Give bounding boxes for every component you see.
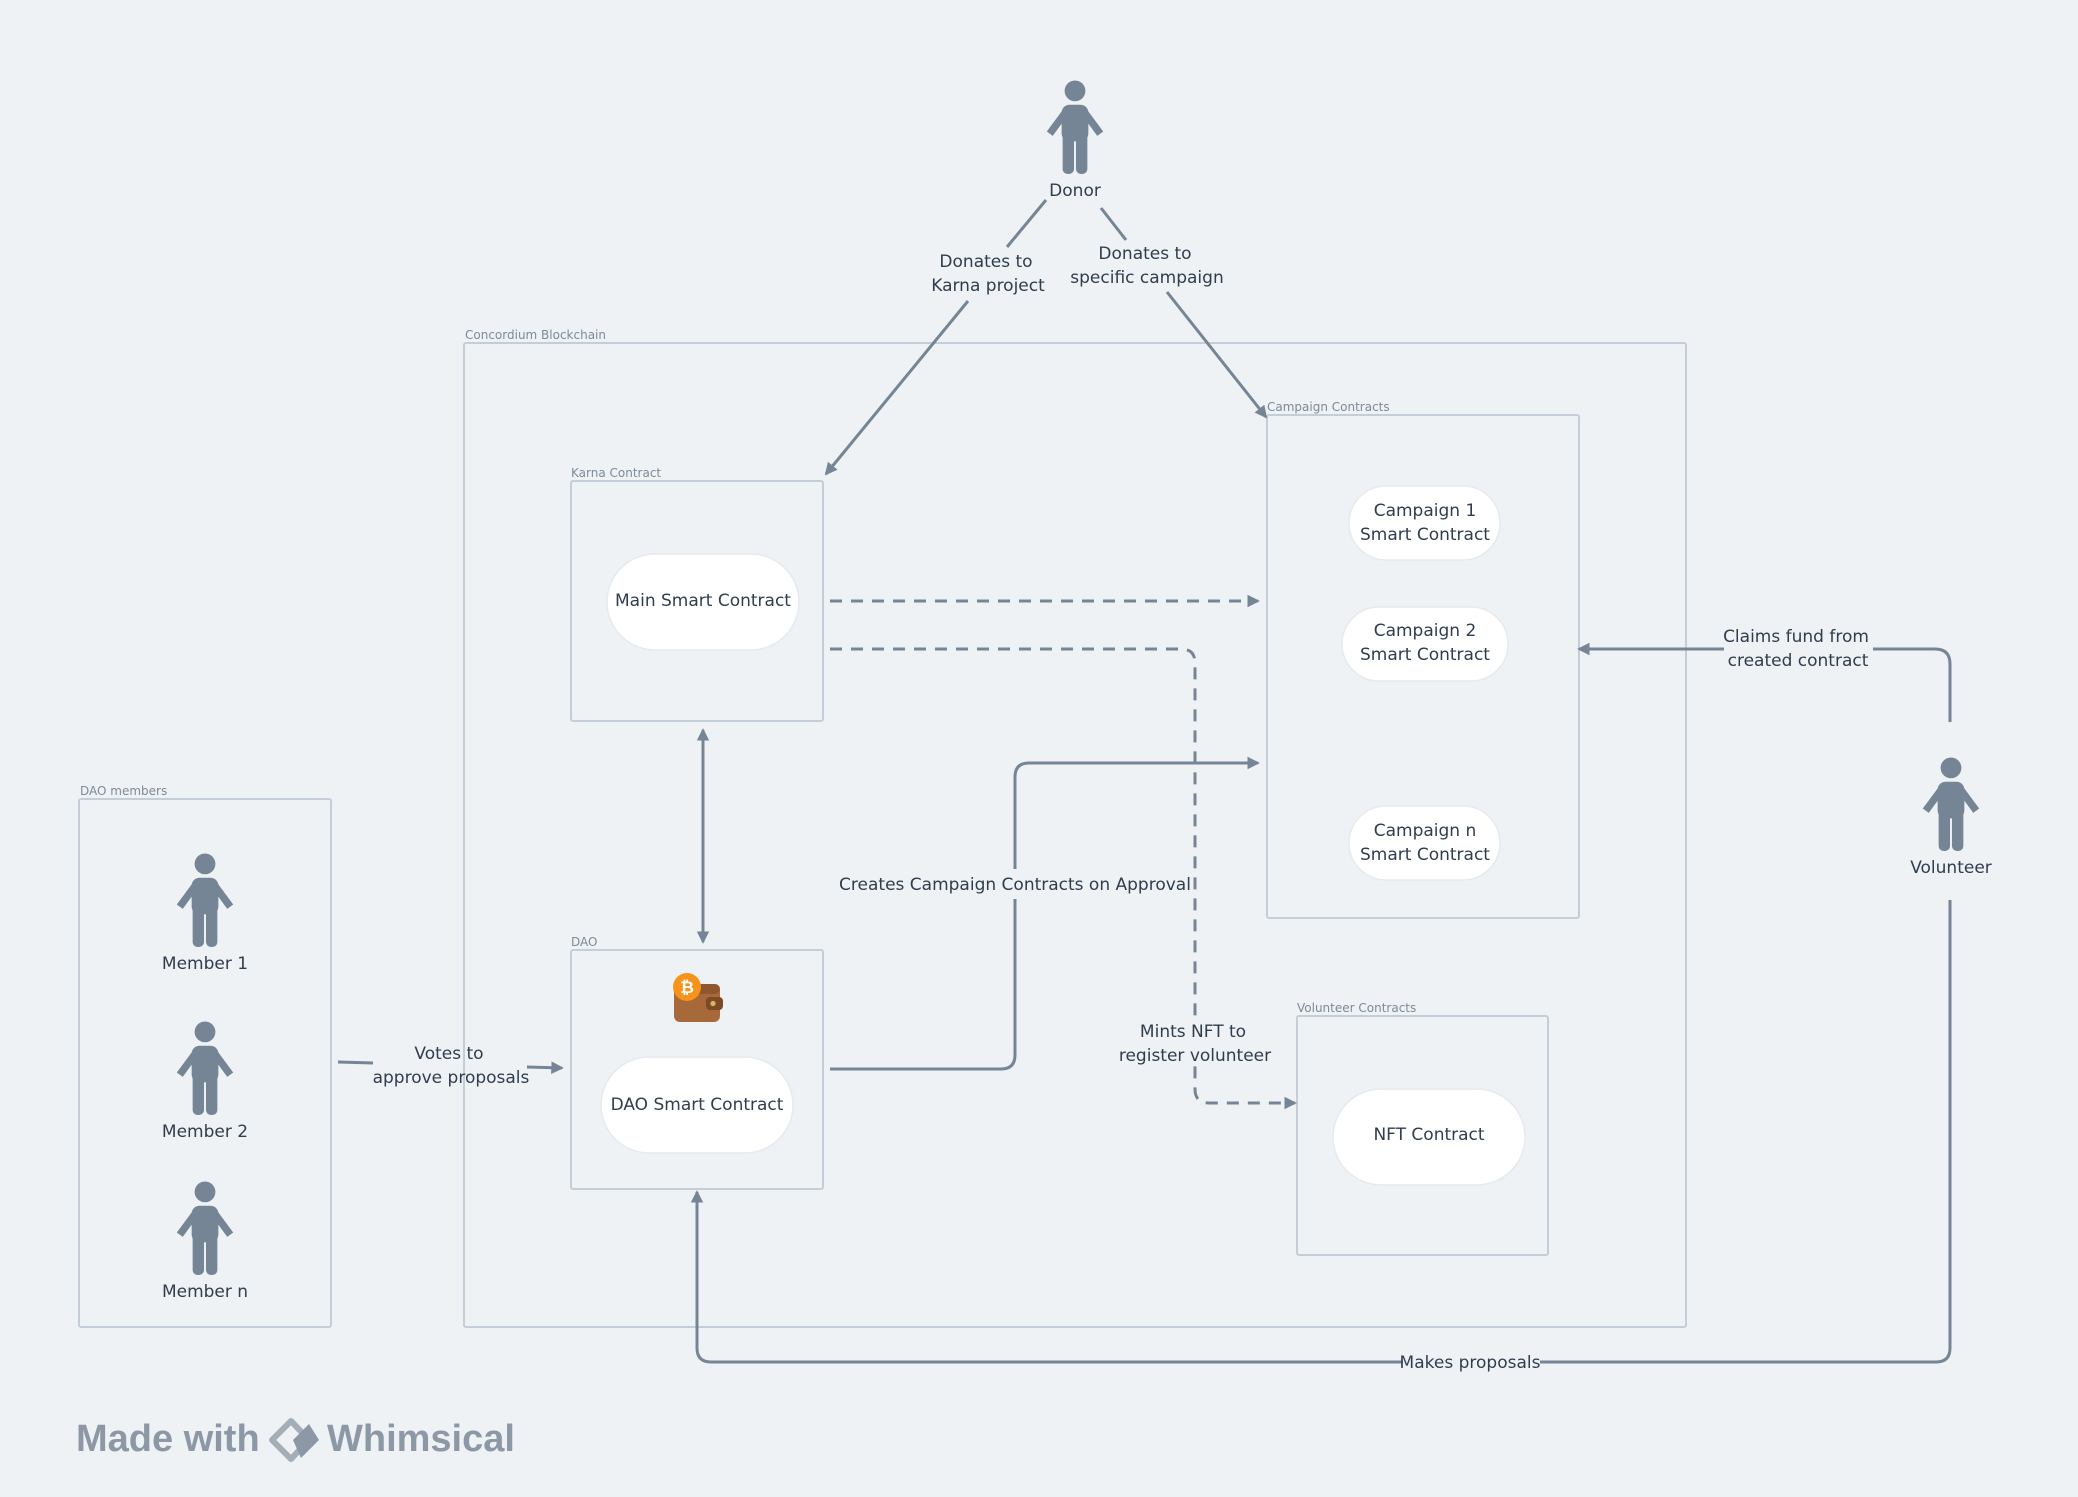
edge-label-creates-campaigns-text: Creates Campaign Contracts on Approval	[839, 875, 1191, 895]
whimsical-brand-text: Whimsical	[327, 1418, 515, 1460]
whimsical-logo-icon	[269, 1418, 319, 1462]
actor-donor-label: Donor	[1049, 181, 1101, 201]
edge-label-donates-campaign-line1: Donates to	[1098, 244, 1191, 264]
group-volunteer-contracts[interactable]: Volunteer Contracts	[1296, 1001, 1549, 1256]
bitcoin-wallet-icon: ₿	[673, 973, 723, 1022]
node-main-smart-contract-label: Main Smart Contract	[615, 591, 791, 611]
edge-donor-karna[interactable]	[824, 300, 970, 476]
actor-volunteer-label: Volunteer	[1910, 858, 1992, 878]
group-label-dao-members: DAO members	[80, 784, 167, 798]
edge-makes-proposals[interactable]	[690, 1190, 1403, 1364]
made-with-text: Made with	[76, 1418, 260, 1460]
edge-label-mints-nft-line1: Mints NFT to	[1140, 1022, 1246, 1042]
group-label-campaigns: Campaign Contracts	[1267, 400, 1390, 414]
connectors	[337, 199, 1952, 1364]
edge-label-votes: Votes to approve proposals	[373, 1044, 530, 1088]
node-campaign-2-line1: Campaign 2	[1374, 621, 1477, 641]
node-campaign-1-line1: Campaign 1	[1374, 501, 1477, 521]
actor-member-2-label: Member 2	[162, 1122, 248, 1142]
actor-member-1-label: Member 1	[162, 954, 248, 974]
node-campaign-2[interactable]: Campaign 2 Smart Contract	[1341, 606, 1509, 682]
svg-text:₿: ₿	[680, 978, 694, 998]
edge-label-claims-fund: Claims fund from created contract	[1723, 627, 1869, 671]
node-nft-contract[interactable]: NFT Contract	[1332, 1088, 1526, 1186]
node-nft-contract-label: NFT Contract	[1373, 1125, 1484, 1145]
actor-member-2[interactable]: Member 2	[162, 1021, 248, 1142]
group-campaign-contracts[interactable]: Campaign Contracts	[1266, 400, 1580, 919]
group-dao[interactable]: DAO	[570, 935, 824, 1190]
group-label-volunteer-contracts: Volunteer Contracts	[1297, 1001, 1416, 1015]
edge-creates-campaigns[interactable]	[830, 756, 1260, 1071]
group-label-dao: DAO	[571, 935, 597, 949]
made-with-whimsical-badge[interactable]: Made with Whimsical	[76, 1418, 515, 1462]
person-icon	[1922, 757, 1980, 851]
edge-label-makes-proposals-text: Makes proposals	[1400, 1353, 1541, 1373]
edge-members-votes-left[interactable]	[337, 1060, 374, 1065]
node-main-smart-contract[interactable]: Main Smart Contract	[606, 553, 800, 651]
node-campaign-1-line2: Smart Contract	[1360, 525, 1490, 545]
edge-label-donates-karna: Donates to Karna project	[931, 252, 1045, 296]
node-campaign-1[interactable]: Campaign 1 Smart Contract	[1348, 485, 1501, 561]
edge-label-donates-campaign: Donates to specific campaign	[1070, 244, 1223, 288]
group-concordium-blockchain[interactable]: Concordium Blockchain	[463, 328, 1687, 1328]
node-dao-smart-contract-label: DAO Smart Contract	[611, 1095, 784, 1115]
edge-label-claims-fund-line2: created contract	[1728, 651, 1869, 671]
node-campaign-n-line1: Campaign n	[1374, 821, 1477, 841]
edge-label-creates-campaigns: Creates Campaign Contracts on Approval	[839, 869, 1191, 899]
person-icon	[176, 1021, 234, 1115]
edge-label-claims-fund-line1: Claims fund from	[1723, 627, 1869, 647]
edge-donor-campaign-upper[interactable]	[1099, 207, 1128, 241]
edge-volunteer-claims-upper[interactable]	[1873, 647, 1952, 722]
group-dao-members[interactable]: DAO members	[78, 784, 332, 1328]
node-campaign-n-line2: Smart Contract	[1360, 845, 1490, 865]
group-label-karna: Karna Contract	[571, 466, 661, 480]
actor-volunteer[interactable]: Volunteer	[1910, 757, 1992, 878]
actor-member-n[interactable]: Member n	[162, 1181, 248, 1302]
person-icon	[176, 853, 234, 947]
node-campaign-n[interactable]: Campaign n Smart Contract	[1348, 805, 1501, 881]
edge-label-donates-karna-line1: Donates to	[939, 252, 1032, 272]
edge-label-votes-line2: approve proposals	[373, 1068, 530, 1088]
edge-label-makes-proposals: Makes proposals	[1400, 1353, 1541, 1373]
group-karna-contract[interactable]: Karna Contract	[570, 466, 824, 722]
person-icon	[176, 1181, 234, 1275]
edge-label-mints-nft-line2: register volunteer	[1119, 1046, 1271, 1066]
edge-label-donates-campaign-line2: specific campaign	[1070, 268, 1223, 288]
actor-member-n-label: Member n	[162, 1282, 248, 1302]
actor-donor[interactable]: Donor	[1046, 80, 1104, 201]
edge-label-donates-karna-line2: Karna project	[931, 276, 1045, 296]
node-campaign-2-line2: Smart Contract	[1360, 645, 1490, 665]
actor-member-1[interactable]: Member 1	[162, 853, 248, 974]
group-label-blockchain: Concordium Blockchain	[465, 328, 606, 342]
edge-donor-karna-upper[interactable]	[1005, 199, 1048, 248]
edge-donor-campaign[interactable]	[1165, 291, 1268, 419]
person-icon	[1046, 80, 1104, 174]
edge-volunteer-proposals-right[interactable]	[1540, 900, 1952, 1364]
node-dao-smart-contract[interactable]: DAO Smart Contract	[600, 1056, 794, 1154]
edge-votes[interactable]	[526, 1061, 564, 1074]
edge-label-votes-line1: Votes to	[414, 1044, 483, 1064]
edge-label-mints-nft: Mints NFT to register volunteer	[1119, 1016, 1271, 1066]
